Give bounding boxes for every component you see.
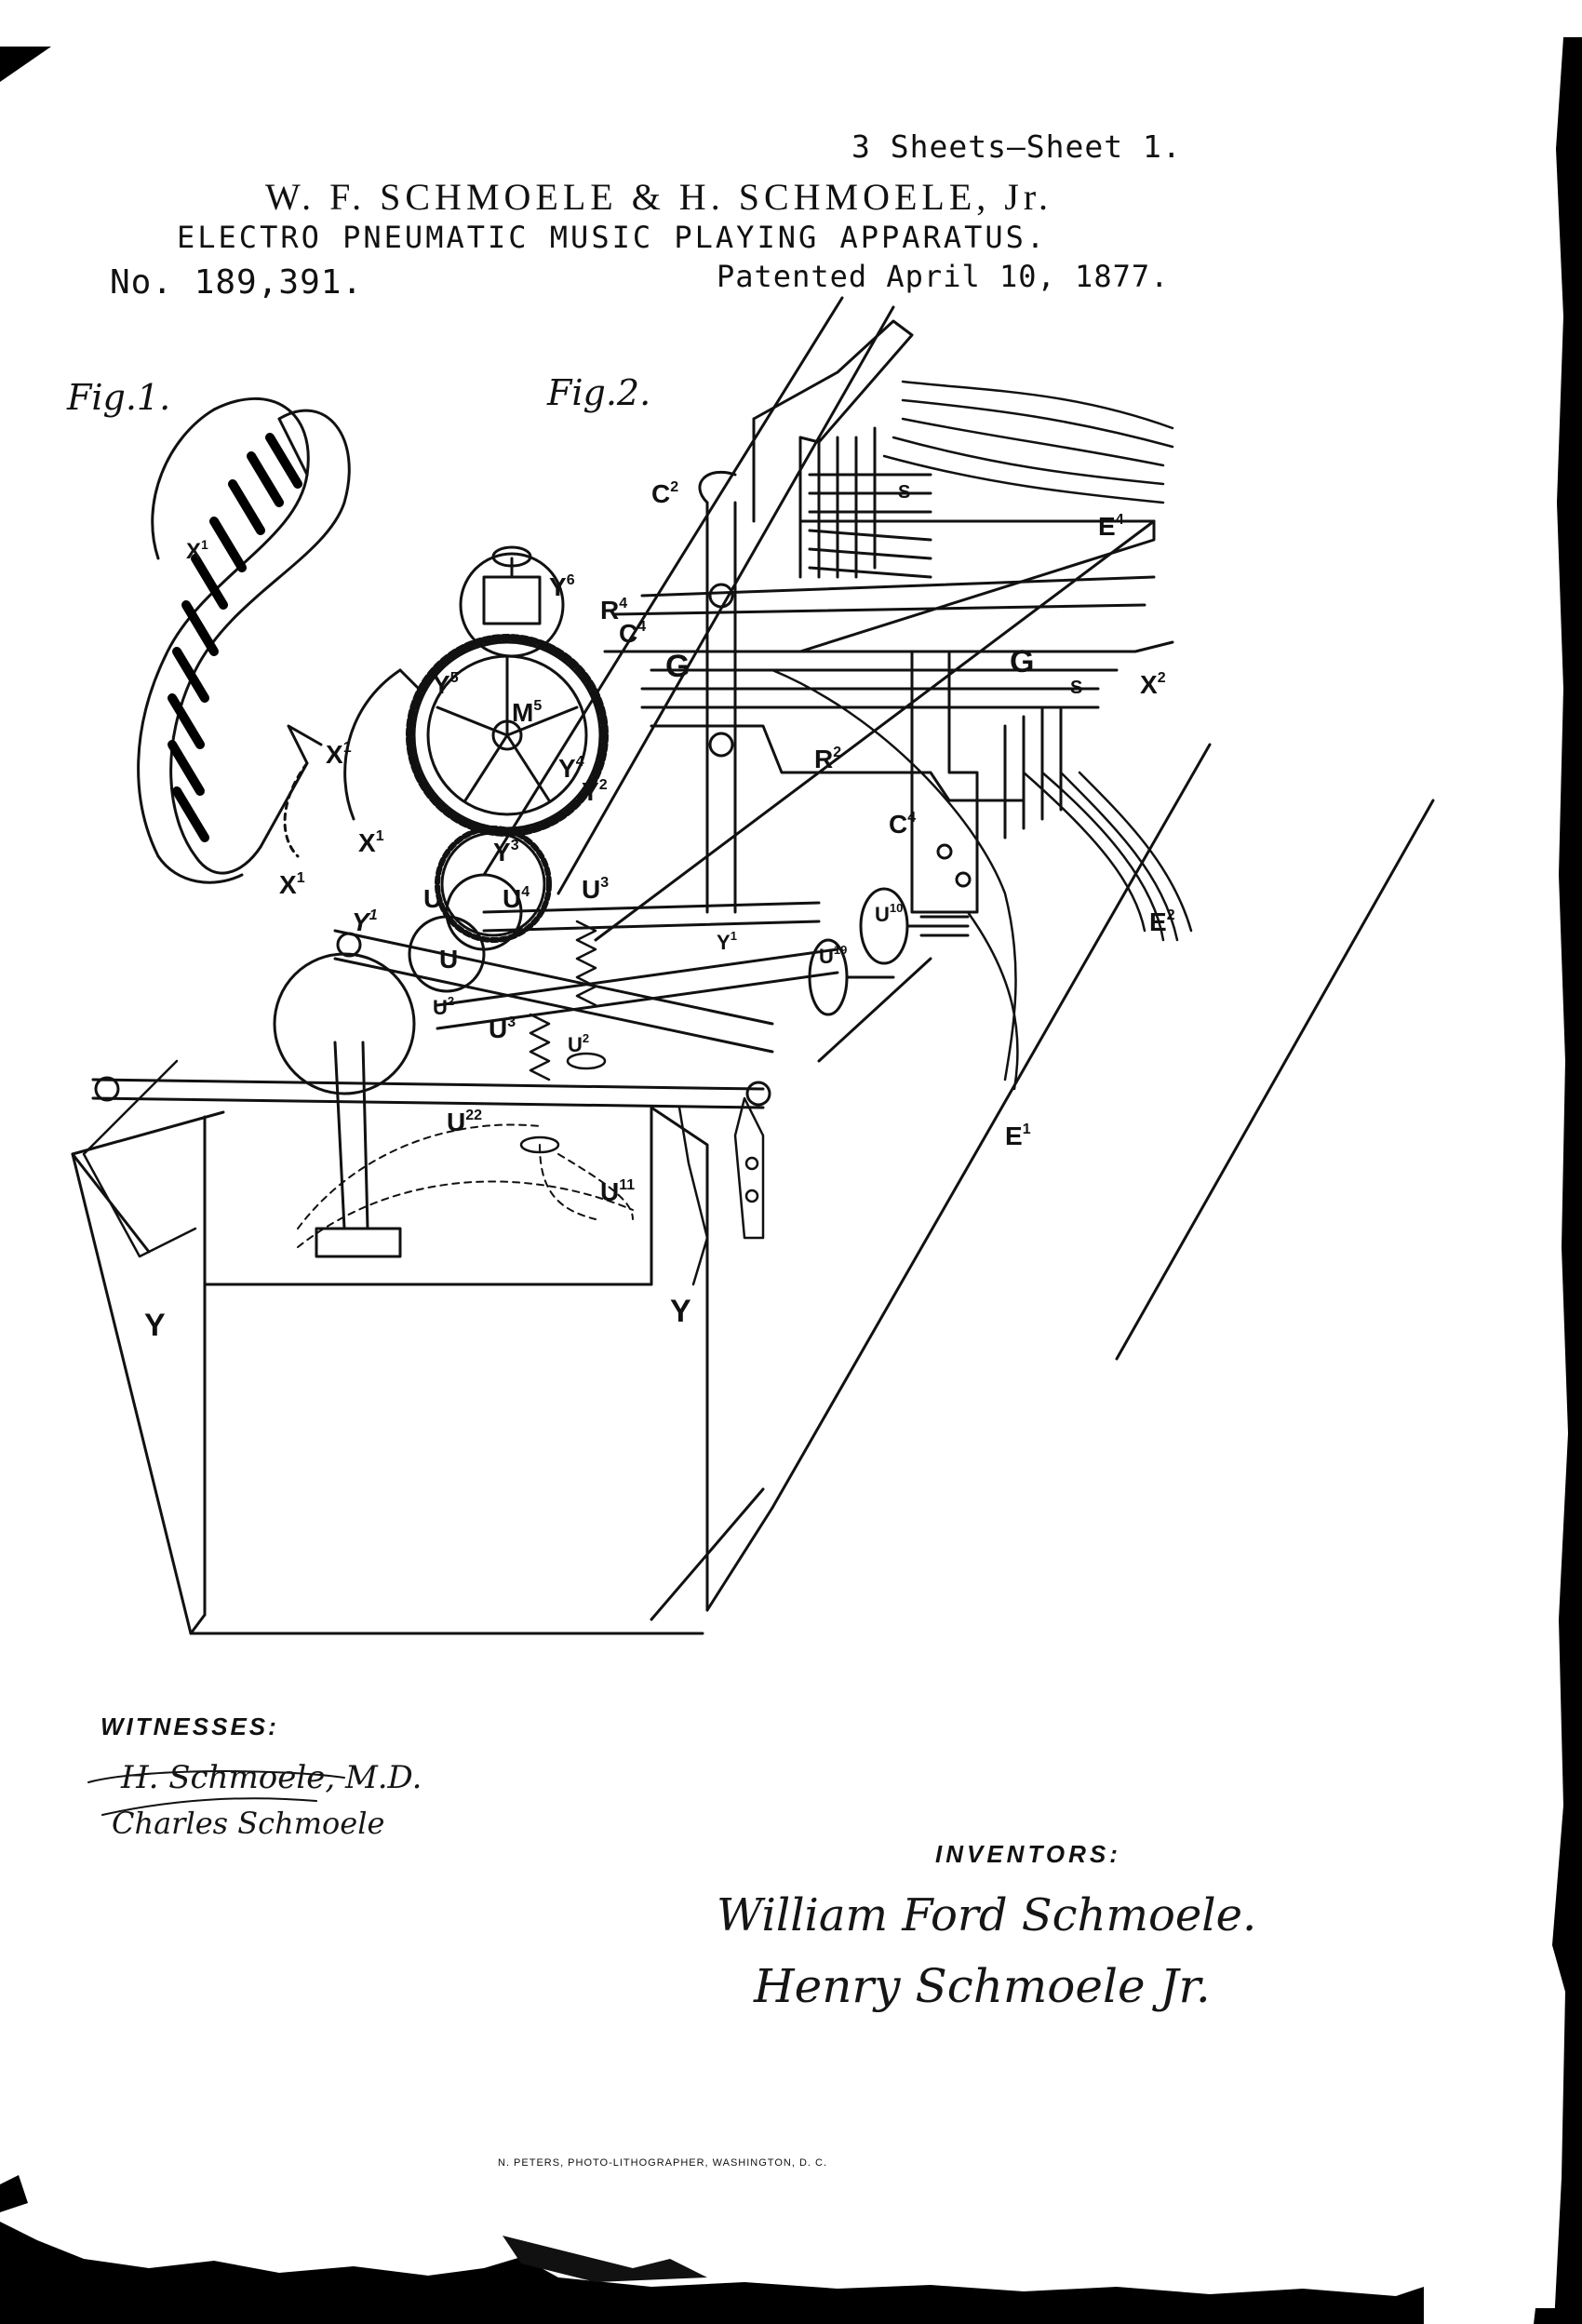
solenoid-coils [798, 426, 1063, 840]
cloth-flap [82, 1059, 765, 1286]
inventor-signature-2: Henry Schmoele Jr. [754, 1959, 1211, 2013]
springs [519, 920, 607, 1154]
scan-edge-right [1534, 37, 1582, 2324]
upper-rail [603, 319, 1174, 802]
bracket-c4 [910, 650, 979, 914]
inventor-names: W. F. SCHMOELE & H. SCHMOELE, Jr. [265, 176, 1052, 218]
label-e4: E4 [1098, 512, 1124, 541]
patent-title: ELECTRO PNEUMATIC MUSIC PLAYING APPARATU… [177, 220, 1048, 255]
label-u2-b: U2 [568, 1031, 589, 1056]
label-x1-arc: X1 [358, 828, 384, 857]
figure-2-label: Fig.2. [547, 372, 651, 413]
label-r4: R4 [600, 596, 627, 625]
signature-flourish [87, 1770, 345, 1816]
label-s-lower: S [1070, 678, 1082, 698]
label-u2-a: U2 [433, 994, 454, 1019]
vertical-strut [698, 470, 737, 914]
label-u19: U19 [819, 943, 847, 968]
arc-segments [343, 668, 421, 821]
label-x1-roll-inner: X1 [186, 537, 208, 564]
gear-train [406, 545, 609, 943]
witness-signature-1: H. Schmoele, M.D. [121, 1759, 422, 1796]
label-y-cabinet-right: Y [670, 1294, 691, 1329]
label-c4-lower: C4 [889, 810, 916, 839]
figure-1-label: Fig.1. [67, 377, 171, 418]
label-y5: Y5 [433, 670, 459, 699]
label-e1: E1 [1005, 1122, 1031, 1150]
label-y6: Y6 [549, 572, 575, 601]
label-y2: Y2 [582, 777, 608, 806]
label-y3: Y3 [493, 838, 519, 866]
sheet-count: 3 Sheets—Sheet 1. [851, 128, 1182, 165]
label-r2: R2 [814, 745, 841, 773]
witness-signature-2: Charles Schmoele [112, 1806, 385, 1841]
crank-rods [91, 873, 839, 1258]
label-y-cabinet-left: Y [144, 1308, 166, 1343]
label-u-a: U [423, 884, 442, 913]
patent-date: Patented April 10, 1877. [717, 259, 1170, 294]
label-e2: E2 [1149, 907, 1175, 936]
label-u3-lower: U3 [489, 1014, 516, 1043]
scan-edge-bottom [0, 2175, 1424, 2324]
pulleys [808, 887, 970, 1016]
label-m5: M5 [512, 698, 542, 727]
label-u11: U11 [600, 1177, 635, 1206]
label-s-upper: S [898, 482, 910, 503]
label-x2: X2 [1140, 670, 1166, 699]
witnesses-heading: WITNESSES: [101, 1713, 279, 1740]
wires [771, 380, 1193, 1091]
inventor-signature-1: William Ford Schmoele. [717, 1889, 1257, 1941]
dashed-circuit [297, 1123, 634, 1248]
label-g-right: G [1010, 644, 1034, 679]
label-x1-roll-top: X1 [326, 740, 352, 769]
label-g-left: G [665, 649, 690, 684]
label-y1-right: Y1 [717, 929, 737, 954]
corner-mark [0, 47, 51, 82]
patent-number: No. 189,391. [110, 263, 364, 302]
label-x1-roll-bottom: X1 [279, 870, 305, 899]
label-u22: U22 [447, 1108, 482, 1136]
label-y1-left: Y1 [352, 907, 378, 936]
label-c2: C2 [651, 479, 678, 508]
label-u4: U4 [503, 884, 530, 913]
label-u-b: U [439, 945, 458, 974]
label-c4-upper: C4 [619, 619, 646, 648]
label-u3-upper: U3 [582, 875, 609, 904]
printer-credit: N. PETERS, PHOTO-LITHOGRAPHER, WASHINGTO… [498, 2157, 827, 2169]
label-y4: Y4 [558, 754, 584, 783]
music-roll-figure [137, 396, 351, 884]
inventors-heading: INVENTORS: [935, 1840, 1121, 1868]
label-u10: U10 [875, 901, 903, 926]
